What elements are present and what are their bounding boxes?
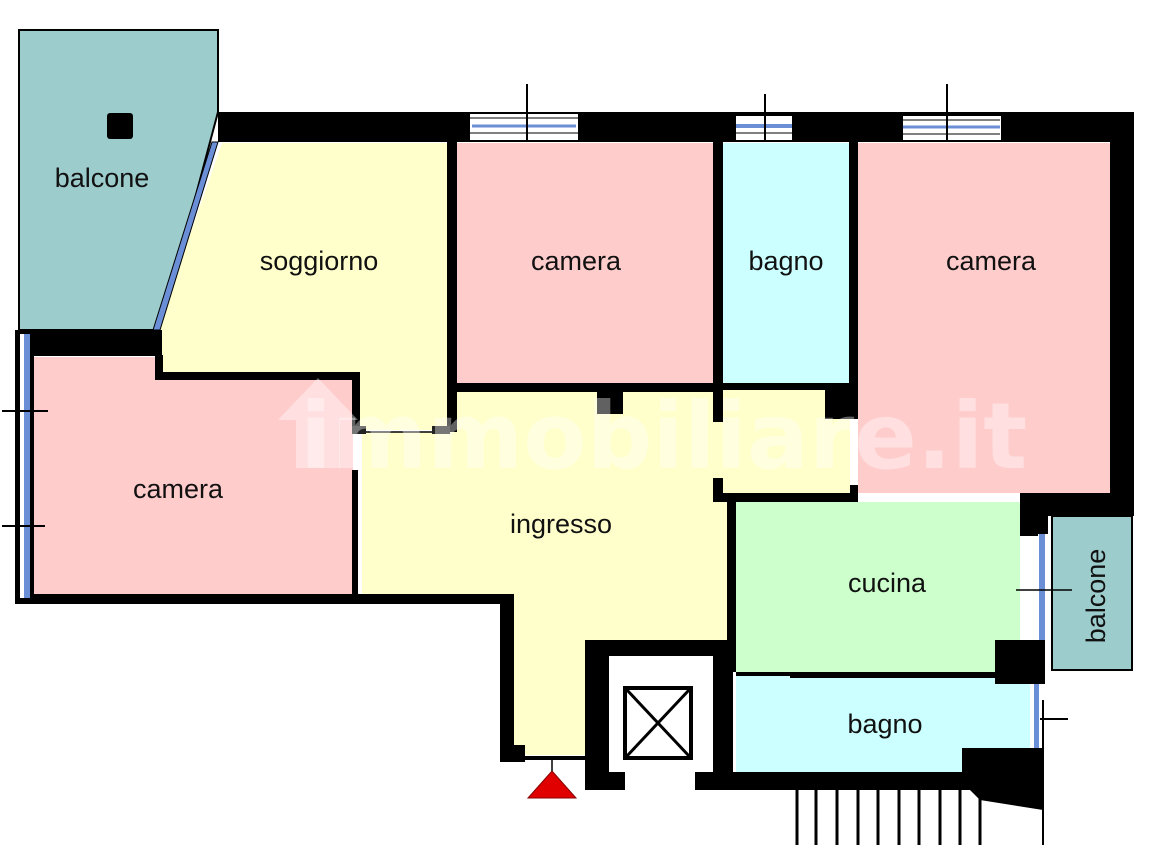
room-bagno-top-fill <box>723 143 849 383</box>
room-label-bagno-top: bagno <box>748 246 823 276</box>
room-bagno-bottom-fill <box>736 676 1030 772</box>
room-camera-top-center-fill <box>456 143 713 383</box>
room-label-soggiorno: soggiorno <box>260 246 379 276</box>
door-openings <box>352 426 450 434</box>
room-label-cucina: cucina <box>848 568 927 598</box>
entrance-triangle-icon <box>526 770 578 799</box>
room-label-bagno-bottom: bagno <box>847 709 922 739</box>
room-soggiorno-fill <box>157 143 447 430</box>
stairs-icon <box>795 790 982 845</box>
room-label-balcone-nw: balcone <box>55 163 150 193</box>
walls <box>15 112 1134 790</box>
room-ingresso-fill <box>362 385 850 755</box>
room-camera-top-right-fill <box>858 143 1110 493</box>
room-label-camera-left: camera <box>133 474 224 504</box>
room-label-camera-top-center: camera <box>531 246 622 276</box>
svg-text:immobiliare.it: immobiliare.it <box>300 383 1027 490</box>
watermark: immobiliare.it <box>278 378 1027 490</box>
room-label-balcone-e: balcone <box>1081 549 1111 644</box>
pillar-icon <box>107 113 133 139</box>
room-label-ingresso: ingresso <box>510 509 612 539</box>
room-camera-left-fill <box>34 357 353 595</box>
windows <box>2 84 1072 845</box>
room-cucina-fill <box>736 502 1020 672</box>
room-label-camera-top-right: camera <box>946 246 1037 276</box>
elevator-shaft-icon <box>609 656 713 772</box>
stair-landing <box>962 782 1043 810</box>
